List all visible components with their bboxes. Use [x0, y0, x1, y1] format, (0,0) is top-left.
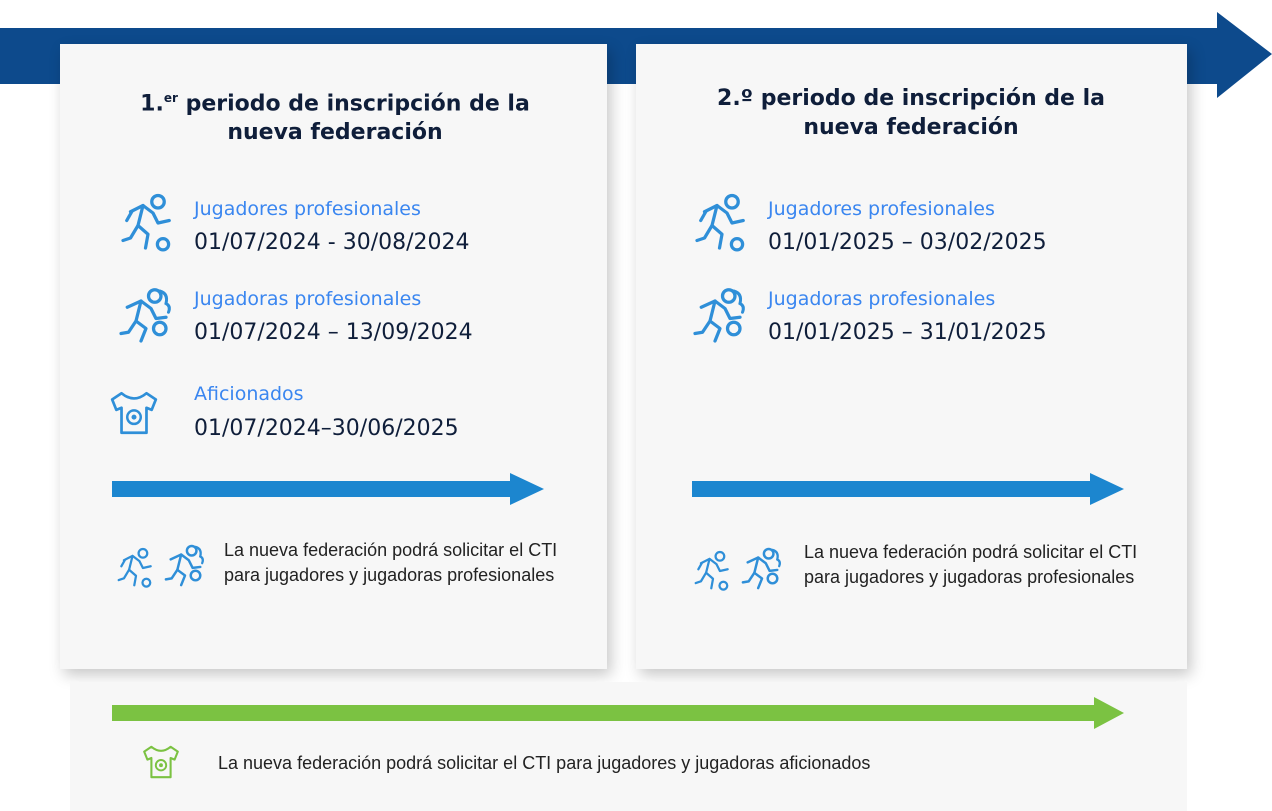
shirt-icon: [141, 743, 181, 781]
female-player-icon: [164, 542, 206, 590]
period-2-title: 2.º periodo de inscripción de la nueva f…: [717, 86, 1105, 140]
male-player-icon: [694, 193, 750, 253]
female-player-icon: [741, 545, 783, 593]
period-1-title: 1.er periodo de inscripción de la nueva …: [140, 91, 530, 146]
amateur-panel: [70, 682, 1187, 811]
category-dates: 01/07/2024–30/06/2025: [194, 416, 459, 441]
period-1-note: La nueva federación podrá solicitar el C…: [224, 540, 558, 585]
male-player-icon: [694, 548, 732, 594]
period-2-note: La nueva federación podrá solicitar el C…: [804, 542, 1138, 587]
female-player-icon: [692, 286, 748, 346]
category-dates: 01/07/2024 – 13/09/2024: [194, 320, 473, 345]
amateur-note: La nueva federación podrá solicitar el C…: [218, 753, 871, 773]
period-2-arrow: [692, 473, 1124, 505]
period-2-panel: [636, 44, 1187, 669]
amateur-arrow: [112, 697, 1124, 729]
category-label: Aficionados: [194, 383, 304, 405]
male-player-icon: [117, 545, 155, 591]
category-dates: 01/01/2025 – 31/01/2025: [768, 320, 1047, 345]
period-1-arrow: [112, 473, 544, 505]
male-player-icon: [120, 193, 176, 253]
period-1-panel: [60, 44, 607, 669]
shirt-icon: [108, 388, 160, 438]
category-label: Jugadoras profesionales: [194, 288, 422, 310]
female-player-icon: [118, 286, 174, 346]
category-label: Jugadores profesionales: [194, 198, 421, 220]
category-label: Jugadoras profesionales: [768, 288, 996, 310]
category-dates: 01/07/2024 - 30/08/2024: [194, 230, 470, 255]
category-dates: 01/01/2025 – 03/02/2025: [768, 230, 1047, 255]
category-label: Jugadores profesionales: [768, 198, 995, 220]
